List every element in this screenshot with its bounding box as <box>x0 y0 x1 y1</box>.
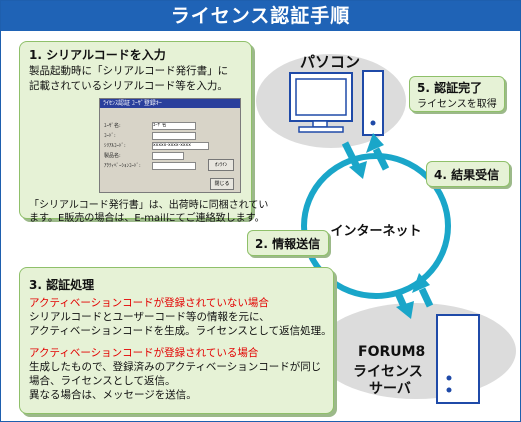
dialog-field-serial[interactable]: xxxxx-xxxx-xxxx <box>152 142 209 150</box>
step1-line2: 記載されているシリアルコード等を入力。 <box>29 80 228 92</box>
step3-case2-title: アクティベーションコードが登録されている場合 <box>29 347 259 359</box>
dialog-titlebar: ﾗｲｾﾝｽ認証 ﾕｰｻﾞ登録ｷｰ <box>100 99 240 108</box>
dialog-field-user[interactable]: ﾕｰｻﾞ名 <box>152 122 196 130</box>
step3-case1-line2: アクティベーションコードを生成。ライセンスとして返信処理。 <box>29 325 332 337</box>
server-tower-icon <box>436 314 480 404</box>
step1-note2: ます。E販売の場合は、E-mailにてご連絡致します。 <box>29 213 265 224</box>
step1-note1: 「シリアルコード発行書」は、出荷時に同梱されてい <box>29 200 269 211</box>
dialog-field-code[interactable] <box>152 132 196 140</box>
serial-dialog: ﾗｲｾﾝｽ認証 ﾕｰｻﾞ登録ｷｰ ﾕｰｻﾞ名: ﾕｰｻﾞ名 ｺｰﾄﾞ: ｼﾘｱﾙ… <box>99 98 241 193</box>
server-label-line3: サーバ <box>369 381 411 397</box>
dialog-title: ﾗｲｾﾝｽ認証 ﾕｰｻﾞ登録ｷｰ <box>103 100 162 107</box>
server-label-line2: ライセンス <box>353 364 423 380</box>
step5-box <box>409 76 505 112</box>
dialog-label-code: ｺｰﾄﾞ: <box>104 133 116 139</box>
pc-monitor-icon <box>289 72 353 133</box>
step4-label: 4. 結果受信 <box>434 168 500 182</box>
title-bar <box>1 1 520 31</box>
dialog-label-serial: ｼﾘｱﾙｺｰﾄﾞ: <box>104 143 126 149</box>
step3-case2-line1: 生成したもので、登録済みのアクティベーションコードが同じ <box>29 361 322 373</box>
step3-box <box>19 267 334 414</box>
dialog-label-activation: ｱｸﾃｨﾍﾞｰｼｮﾝｺｰﾄﾞ: <box>104 163 141 169</box>
step5-line1: ライセンスを取得 <box>417 99 497 110</box>
step4-box <box>426 161 510 187</box>
dialog-close-button[interactable]: 閉じる <box>210 178 234 190</box>
step3-case2-line3: 異なる場合は、メッセージを送信。 <box>29 389 197 401</box>
dialog-label-user: ﾕｰｻﾞ名: <box>104 123 121 129</box>
arrow-internet-to-server <box>393 289 414 319</box>
step3-heading: 3. 認証処理 <box>29 278 95 292</box>
dialog-field-activation[interactable] <box>152 162 196 170</box>
pc-tower-icon <box>362 70 384 136</box>
step3-case1-line1: シリアルコードとユーザーコード等の情報を元に、 <box>29 311 270 323</box>
step3-case1-title: アクティベーションコードが登録されていない場合 <box>29 297 269 309</box>
dialog-field-product[interactable] <box>152 152 184 160</box>
arrow-internet-to-pc <box>366 133 390 171</box>
page-title: ライセンス認証手順 <box>170 5 351 27</box>
pc-label: パソコン <box>300 53 361 71</box>
dialog-label-product: 製品名: <box>104 153 121 159</box>
arrow-server-to-internet <box>412 273 434 308</box>
step2-box <box>247 230 329 256</box>
step3-case2-line2: 場合、ライセンスとして返信。 <box>29 375 176 387</box>
step1-line1: 製品起動時に「シリアルコード発行書」に <box>29 65 229 77</box>
dialog-online-button[interactable]: ｵﾝﾗｲﾝ <box>208 159 234 171</box>
step1-heading: 1. シリアルコードを入力 <box>29 48 166 62</box>
step2-label: 2. 情報送信 <box>255 237 321 251</box>
server-label-line1: FORUM8 <box>358 344 426 360</box>
internet-label: インターネット <box>330 224 422 239</box>
step5-heading: 5. 認証完了 <box>417 81 483 95</box>
arrow-pc-to-internet <box>341 141 367 179</box>
